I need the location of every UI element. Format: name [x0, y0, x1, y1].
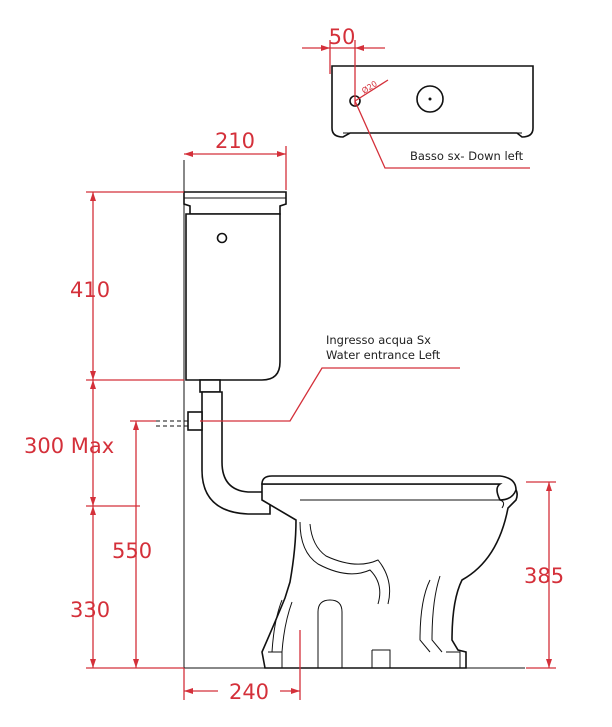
dim-outlet-depth: 240: [229, 680, 269, 704]
cistern-body: [185, 213, 281, 381]
side-view: Ingresso acqua Sx Water entrance Left 21…: [24, 129, 564, 704]
flush-pipe: [201, 391, 271, 515]
top-view-note: Basso sx- Down left: [410, 149, 524, 163]
dim-tank-height: 410: [70, 278, 110, 302]
pipe-collar: [199, 379, 221, 393]
trap-channel: [299, 521, 391, 605]
dim-bowl-height: 385: [524, 564, 564, 588]
dim-tank-depth: 210: [215, 129, 255, 153]
dim-top-width: 50: [329, 25, 356, 49]
toilet-seat: [261, 475, 517, 501]
inlet-note-italian: Ingresso acqua Sx: [326, 333, 431, 347]
top-view: 50 Ø20 Basso sx- Down left: [302, 25, 534, 169]
toilet-bowl: [261, 483, 518, 669]
dim-outlet-height: 330: [70, 598, 110, 622]
dim-pipe-max: 300 Max: [24, 434, 114, 458]
inlet-valve-icon: [187, 411, 203, 431]
inlet-note-english: Water entrance Left: [326, 348, 441, 362]
flush-button-icon: [216, 232, 228, 244]
dim-inlet-height: 550: [112, 539, 152, 563]
cistern-lid: [183, 191, 287, 215]
